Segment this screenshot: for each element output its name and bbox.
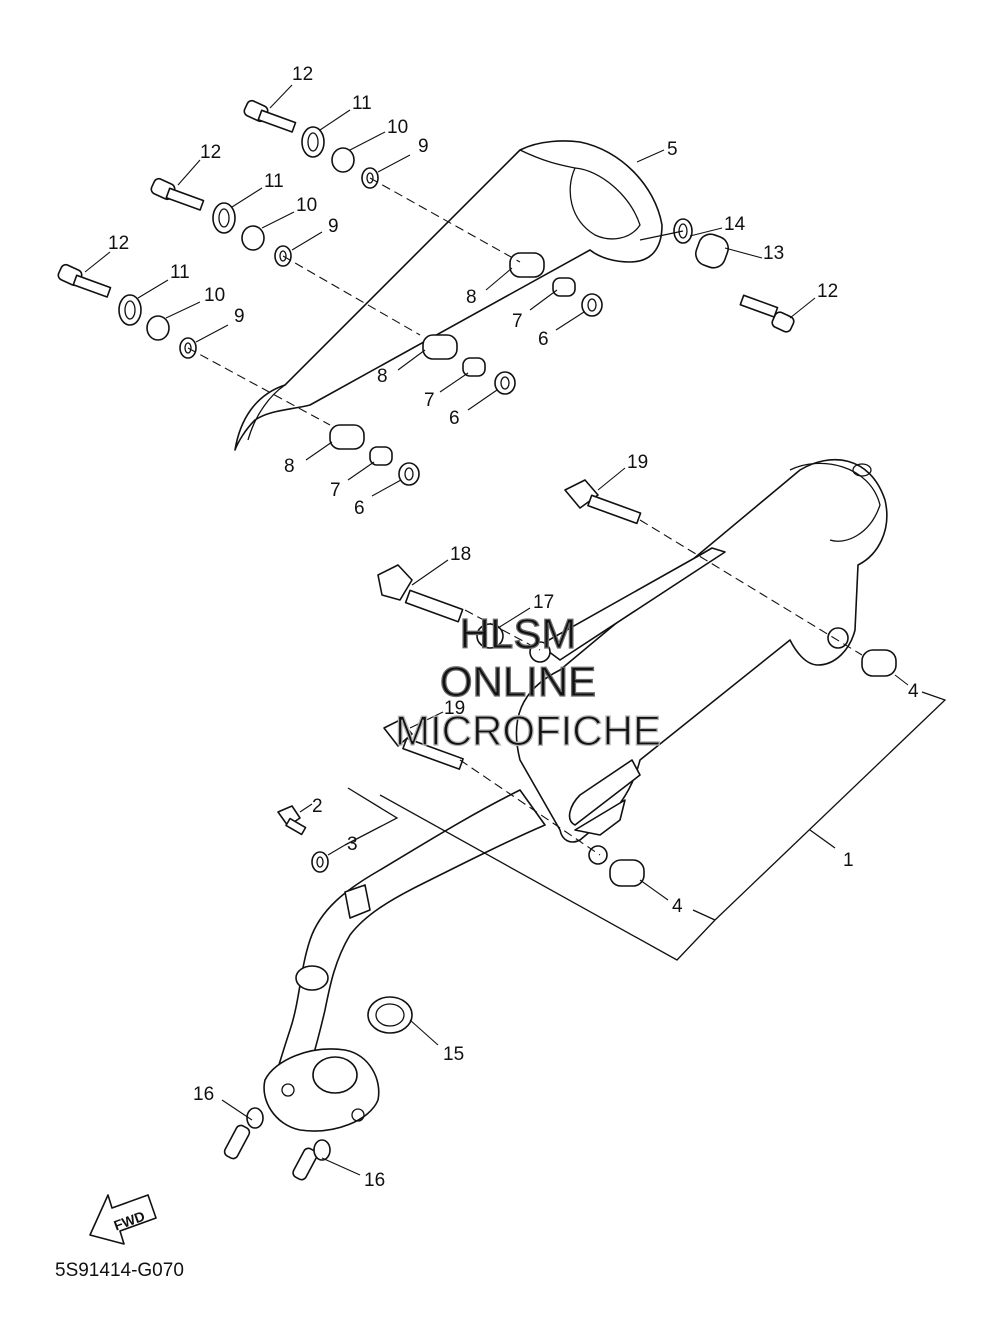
watermark: HLSM ONLINE MICROFICHE xyxy=(394,609,661,754)
watermark-line-2: ONLINE xyxy=(440,658,596,705)
group-brackets xyxy=(344,691,947,961)
callout-13: 13 xyxy=(763,243,784,264)
forward-arrow-icon: FWD xyxy=(89,1194,157,1245)
callout-8: 8 xyxy=(466,287,477,308)
callout-6: 6 xyxy=(354,498,365,519)
callout-14: 14 xyxy=(724,214,746,235)
callout-12: 12 xyxy=(292,64,313,85)
watermark-line-1: HLSM xyxy=(460,610,577,657)
callout-3: 3 xyxy=(347,834,358,855)
exhaust-pipe xyxy=(263,789,546,1132)
callout-5: 5 xyxy=(667,139,678,160)
callout-11: 11 xyxy=(264,171,284,192)
callout-4: 4 xyxy=(908,681,919,702)
callout-9: 9 xyxy=(418,136,429,157)
callout-16: 16 xyxy=(364,1170,385,1191)
callout-17: 17 xyxy=(533,592,554,613)
callout-12: 12 xyxy=(817,281,838,302)
callout-7: 7 xyxy=(424,390,435,411)
fasteners xyxy=(57,99,897,1181)
callout-19: 19 xyxy=(627,452,648,473)
callout-7: 7 xyxy=(330,480,341,501)
callout-16: 16 xyxy=(193,1084,214,1105)
callout-2: 2 xyxy=(312,796,323,817)
callout-8: 8 xyxy=(284,456,295,477)
callout-4: 4 xyxy=(672,896,683,917)
leader-lines xyxy=(84,84,909,1176)
callout-12: 12 xyxy=(108,233,129,254)
callout-10: 10 xyxy=(387,117,408,138)
assembly-lines xyxy=(187,177,863,856)
callout-labels: 1 2 3 4 4 5 6 6 6 7 7 7 8 8 8 9 9 9 10 1… xyxy=(108,64,919,1191)
callout-10: 10 xyxy=(296,195,317,216)
callout-18: 18 xyxy=(450,544,471,565)
callout-8: 8 xyxy=(377,366,388,387)
callout-6: 6 xyxy=(538,329,549,350)
callout-19: 19 xyxy=(444,698,465,719)
muffler-assembly xyxy=(515,458,888,865)
diagram-code: 5S91414-G070 xyxy=(55,1260,184,1281)
callout-6: 6 xyxy=(449,408,460,429)
callout-11: 11 xyxy=(352,93,372,114)
callout-12: 12 xyxy=(200,142,221,163)
callout-7: 7 xyxy=(512,311,523,332)
callout-9: 9 xyxy=(234,306,245,327)
watermark-line-3: MICROFICHE xyxy=(395,707,661,754)
callout-15: 15 xyxy=(443,1044,464,1065)
callout-11: 11 xyxy=(170,262,190,283)
muffler-protector xyxy=(234,140,663,451)
callout-10: 10 xyxy=(204,285,225,306)
callout-1: 1 xyxy=(843,850,854,871)
callout-9: 9 xyxy=(328,216,339,237)
